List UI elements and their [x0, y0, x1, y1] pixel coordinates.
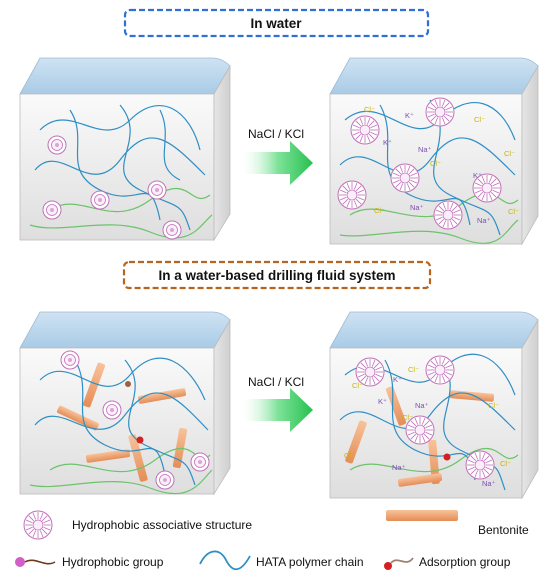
- ion-cl: Cl⁻: [500, 459, 511, 468]
- micelle-box4-b: [425, 355, 455, 385]
- bentonite-icon: [386, 510, 458, 521]
- ion-cl: Cl⁻: [504, 149, 515, 158]
- arrow-bottom-label: NaCl / KCl: [248, 375, 304, 389]
- header-in-water-text: In water: [250, 16, 302, 31]
- legend: Hydrophobic associative structure Benton…: [15, 510, 529, 571]
- ion-k: K⁺: [383, 138, 392, 147]
- micelle-box3-a: [60, 350, 80, 370]
- micelle-box1-b: [147, 180, 167, 200]
- box-water-before: [19, 57, 231, 242]
- ion-na: Na⁺: [410, 203, 424, 212]
- ion-k: K⁺: [473, 171, 482, 180]
- ion-cl: Cl⁻: [352, 381, 363, 390]
- ion-na: Na⁺: [482, 479, 496, 488]
- micelle-box1-c: [42, 200, 62, 220]
- ion-cl: Cl⁻: [474, 115, 485, 124]
- adsorption-dot: [125, 381, 131, 387]
- micelle-box1-a: [47, 135, 67, 155]
- ion-cl: Cl⁻: [374, 206, 385, 215]
- legend-adsorption-group: Adsorption group: [384, 555, 511, 570]
- ion-na: Na⁺: [415, 401, 429, 410]
- micelle-box1-d: [162, 220, 182, 240]
- ion-k: K⁺: [405, 111, 414, 120]
- ion-na: Na⁺: [392, 463, 406, 472]
- ion-cl: Cl⁻: [508, 207, 519, 216]
- micelle-box4-d: [465, 450, 495, 480]
- ion-cl: Cl⁻: [430, 159, 441, 168]
- ion-cl: Cl⁻: [408, 365, 419, 374]
- header-drilling-fluid: In a water-based drilling fluid system: [122, 260, 432, 290]
- legend-polymer-chain: HATA polymer chain: [199, 550, 364, 571]
- legend-bentonite: Bentonite: [386, 510, 529, 537]
- micelle-box2-a: [350, 115, 380, 145]
- micelle-box3-c: [190, 452, 210, 472]
- ion-cl: Cl⁻: [344, 451, 355, 460]
- legend-bentonite-label: Bentonite: [478, 523, 529, 537]
- ion-na: Na⁺: [418, 145, 432, 154]
- arrow-bottom: NaCl / KCl: [242, 375, 313, 432]
- polymer-chain-icon: [199, 550, 251, 571]
- legend-polymer-chain-label: HATA polymer chain: [256, 555, 364, 569]
- hydrophobic-group-icon: [15, 557, 25, 567]
- adsorption-dot: [443, 453, 451, 461]
- header-in-water: In water: [123, 8, 430, 38]
- box-water-after: Cl⁻ K⁺ Cl⁻ K⁺ Na⁺ Cl⁻ Cl⁻ Cl⁻ Na⁺ K⁺ Na⁺…: [329, 57, 539, 246]
- header-drilling-fluid-text: In a water-based drilling fluid system: [158, 268, 395, 283]
- micelle-box1-e: [90, 190, 110, 210]
- legend-adsorption-group-label: Adsorption group: [419, 555, 511, 569]
- ion-k: K⁺: [378, 397, 387, 406]
- box-fluid-before: [19, 311, 231, 496]
- micelle-box3-b: [102, 400, 122, 420]
- ion-cl: Cl⁻: [364, 105, 375, 114]
- legend-hydrophobic-group-label: Hydrophobic group: [62, 555, 164, 569]
- micelle-box2-c: [390, 163, 420, 193]
- legend-associative-label: Hydrophobic associative structure: [72, 518, 252, 532]
- ion-cl: Cl⁻: [488, 401, 499, 410]
- micelle-box2-d: [337, 180, 367, 210]
- polymer-chains-box4: [339, 353, 519, 491]
- legend-hydrophobic-group: Hydrophobic group: [15, 555, 164, 569]
- arrow-top: NaCl / KCl: [242, 127, 313, 185]
- ion-na: Na⁺: [477, 216, 491, 225]
- adsorption-group-icon: [384, 562, 392, 570]
- arrow-top-label: NaCl / KCl: [248, 127, 304, 141]
- micelle-box2-b: [425, 97, 455, 127]
- ion-k: K⁺: [393, 375, 402, 384]
- micelle-box2-e: [433, 200, 463, 230]
- hydrophobic-associative-icon: [23, 510, 53, 540]
- legend-associative: Hydrophobic associative structure: [23, 510, 252, 540]
- adsorption-dot: [136, 436, 144, 444]
- box-fluid-after: Cl⁻ K⁺ Cl⁻ K⁺ Na⁺ Cl⁻ Cl⁻ Cl⁻ Na⁺ Cl⁻ Na…: [329, 311, 539, 500]
- ion-cl: Cl⁻: [402, 413, 413, 422]
- micelle-box3-d: [155, 470, 175, 490]
